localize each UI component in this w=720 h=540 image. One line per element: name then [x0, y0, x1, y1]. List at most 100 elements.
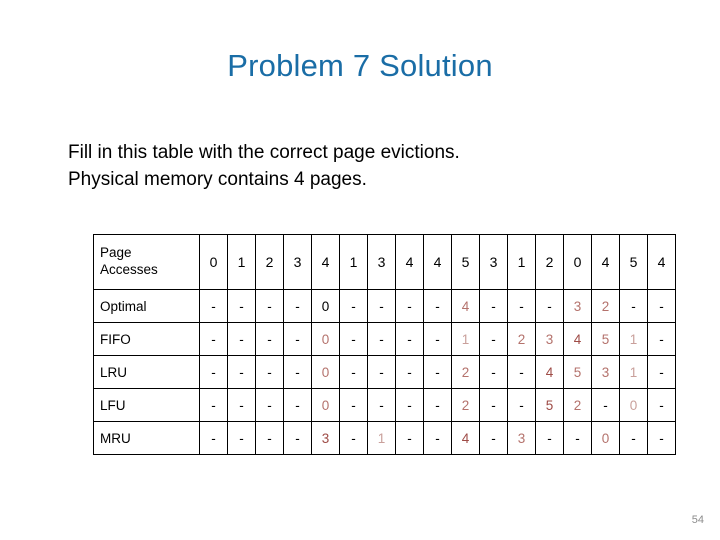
- eviction-cell[interactable]: -: [199, 388, 228, 422]
- eviction-cell[interactable]: -: [479, 355, 508, 389]
- eviction-cell[interactable]: -: [367, 355, 396, 389]
- eviction-cell[interactable]: -: [339, 421, 368, 455]
- page-access-cell[interactable]: 1: [227, 234, 256, 290]
- page-access-cell[interactable]: 3: [479, 234, 508, 290]
- page-access-cell[interactable]: 5: [619, 234, 648, 290]
- eviction-cell[interactable]: 0: [311, 388, 340, 422]
- eviction-cell[interactable]: -: [647, 421, 676, 455]
- page-access-cell[interactable]: 4: [395, 234, 424, 290]
- eviction-cell[interactable]: -: [591, 388, 620, 422]
- eviction-cell[interactable]: 2: [507, 322, 536, 356]
- eviction-cell[interactable]: 1: [619, 355, 648, 389]
- eviction-cell[interactable]: 4: [451, 289, 480, 323]
- eviction-cell[interactable]: 3: [535, 322, 564, 356]
- eviction-cell[interactable]: -: [479, 289, 508, 323]
- eviction-cell[interactable]: -: [619, 289, 648, 323]
- eviction-cell[interactable]: -: [535, 289, 564, 323]
- eviction-cell[interactable]: -: [227, 388, 256, 422]
- eviction-cell[interactable]: -: [423, 421, 452, 455]
- eviction-cell[interactable]: -: [395, 355, 424, 389]
- eviction-cell[interactable]: -: [647, 322, 676, 356]
- eviction-cell[interactable]: 2: [451, 388, 480, 422]
- eviction-cell[interactable]: 0: [591, 421, 620, 455]
- eviction-cell[interactable]: -: [647, 355, 676, 389]
- eviction-cell[interactable]: -: [423, 289, 452, 323]
- page-access-cell[interactable]: 5: [451, 234, 480, 290]
- eviction-cell[interactable]: -: [479, 421, 508, 455]
- page-access-cell[interactable]: 3: [367, 234, 396, 290]
- eviction-cell[interactable]: -: [367, 322, 396, 356]
- eviction-cell[interactable]: -: [647, 388, 676, 422]
- eviction-cell[interactable]: -: [507, 355, 536, 389]
- eviction-cell[interactable]: -: [423, 388, 452, 422]
- eviction-cell[interactable]: -: [255, 421, 284, 455]
- eviction-cell[interactable]: 3: [563, 289, 592, 323]
- eviction-cell[interactable]: 4: [563, 322, 592, 356]
- eviction-cell[interactable]: -: [367, 388, 396, 422]
- eviction-cell[interactable]: -: [283, 421, 312, 455]
- eviction-cell[interactable]: -: [479, 388, 508, 422]
- eviction-cell[interactable]: -: [339, 322, 368, 356]
- page-access-cell[interactable]: 2: [535, 234, 564, 290]
- eviction-cell[interactable]: 3: [591, 355, 620, 389]
- eviction-cell[interactable]: -: [255, 388, 284, 422]
- eviction-cell[interactable]: -: [395, 322, 424, 356]
- eviction-cell[interactable]: -: [479, 322, 508, 356]
- eviction-cell[interactable]: -: [423, 355, 452, 389]
- eviction-cell[interactable]: -: [227, 322, 256, 356]
- page-access-cell[interactable]: 4: [591, 234, 620, 290]
- eviction-cell[interactable]: -: [227, 289, 256, 323]
- eviction-cell[interactable]: 5: [535, 388, 564, 422]
- eviction-cell[interactable]: 3: [507, 421, 536, 455]
- eviction-cell[interactable]: 5: [563, 355, 592, 389]
- eviction-cell[interactable]: -: [395, 421, 424, 455]
- page-access-cell[interactable]: 1: [339, 234, 368, 290]
- eviction-cell[interactable]: -: [339, 289, 368, 323]
- page-access-cell[interactable]: 0: [199, 234, 228, 290]
- eviction-cell[interactable]: 0: [311, 289, 340, 323]
- eviction-cell[interactable]: 1: [619, 322, 648, 356]
- eviction-cell[interactable]: 2: [563, 388, 592, 422]
- eviction-cell[interactable]: -: [395, 388, 424, 422]
- page-access-cell[interactable]: 3: [283, 234, 312, 290]
- eviction-cell[interactable]: -: [339, 388, 368, 422]
- eviction-cell[interactable]: -: [199, 322, 228, 356]
- eviction-cell[interactable]: 4: [451, 421, 480, 455]
- eviction-cell[interactable]: 1: [451, 322, 480, 356]
- eviction-cell[interactable]: -: [283, 289, 312, 323]
- eviction-cell[interactable]: -: [563, 421, 592, 455]
- eviction-cell[interactable]: -: [227, 421, 256, 455]
- eviction-cell[interactable]: -: [255, 322, 284, 356]
- eviction-cell[interactable]: -: [507, 388, 536, 422]
- page-access-cell[interactable]: 1: [507, 234, 536, 290]
- eviction-cell[interactable]: -: [283, 322, 312, 356]
- eviction-cell[interactable]: -: [535, 421, 564, 455]
- page-access-cell[interactable]: 2: [255, 234, 284, 290]
- eviction-cell[interactable]: -: [647, 289, 676, 323]
- eviction-cell[interactable]: 0: [311, 355, 340, 389]
- eviction-cell[interactable]: -: [423, 322, 452, 356]
- eviction-cell[interactable]: 1: [367, 421, 396, 455]
- eviction-cell[interactable]: 4: [535, 355, 564, 389]
- eviction-cell[interactable]: -: [367, 289, 396, 323]
- eviction-cell[interactable]: -: [395, 289, 424, 323]
- eviction-cell[interactable]: -: [199, 421, 228, 455]
- page-access-cell[interactable]: 0: [563, 234, 592, 290]
- page-access-cell[interactable]: 4: [423, 234, 452, 290]
- eviction-cell[interactable]: -: [255, 355, 284, 389]
- page-access-cell[interactable]: 4: [647, 234, 676, 290]
- eviction-cell[interactable]: 0: [619, 388, 648, 422]
- eviction-cell[interactable]: -: [227, 355, 256, 389]
- eviction-cell[interactable]: -: [283, 355, 312, 389]
- eviction-cell[interactable]: -: [199, 289, 228, 323]
- eviction-cell[interactable]: -: [619, 421, 648, 455]
- eviction-cell[interactable]: 5: [591, 322, 620, 356]
- eviction-cell[interactable]: -: [507, 289, 536, 323]
- eviction-cell[interactable]: 2: [591, 289, 620, 323]
- eviction-cell[interactable]: -: [199, 355, 228, 389]
- eviction-cell[interactable]: 0: [311, 322, 340, 356]
- eviction-cell[interactable]: -: [339, 355, 368, 389]
- eviction-cell[interactable]: 3: [311, 421, 340, 455]
- page-access-cell[interactable]: 4: [311, 234, 340, 290]
- eviction-cell[interactable]: -: [283, 388, 312, 422]
